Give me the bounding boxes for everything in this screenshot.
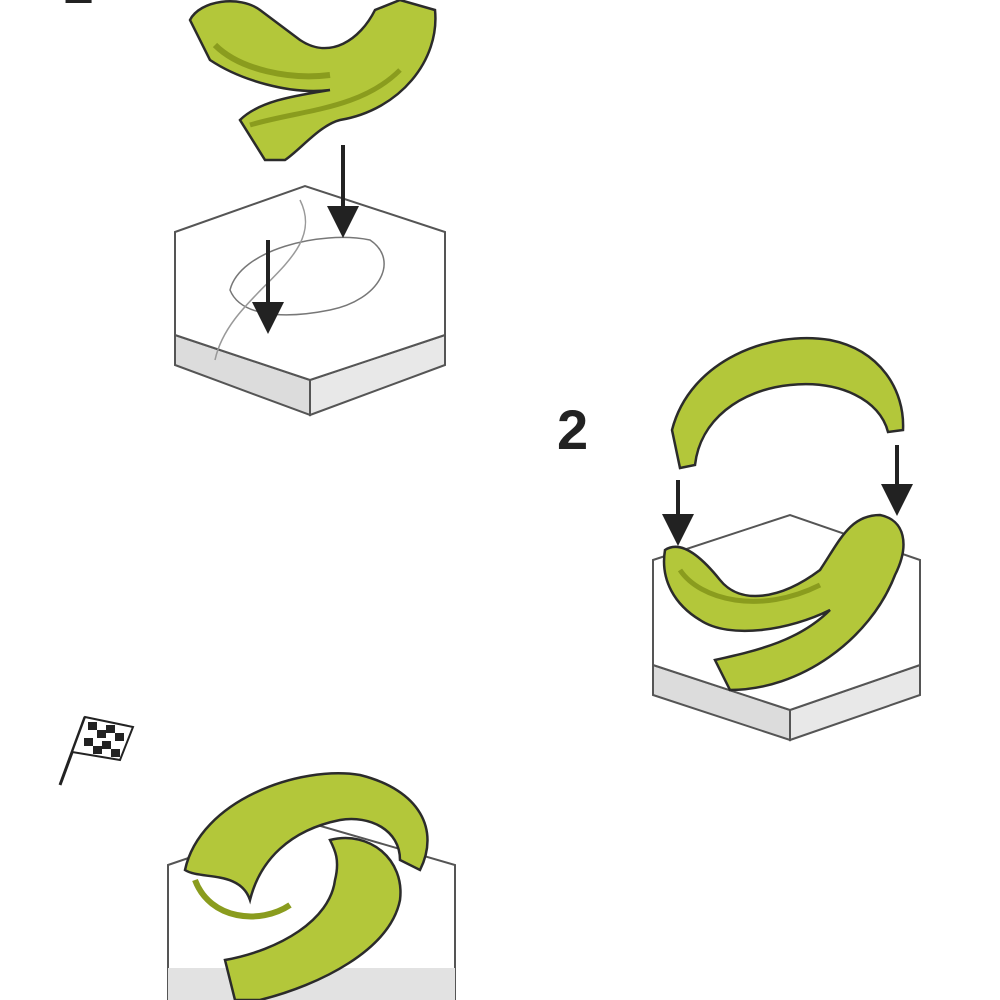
finished-scene xyxy=(58,715,456,1000)
step-1-scene xyxy=(174,0,446,417)
hex-base-block xyxy=(174,184,446,417)
curved-track-piece xyxy=(662,513,905,692)
step-2-scene xyxy=(652,336,921,742)
step-1-number: 1 xyxy=(62,0,93,12)
curved-track-piece xyxy=(188,0,437,162)
step-2-number: 2 xyxy=(557,398,589,461)
assembled-track-loop xyxy=(183,772,429,1000)
arch-track-piece xyxy=(670,336,905,470)
checkered-flag-icon xyxy=(58,715,135,786)
